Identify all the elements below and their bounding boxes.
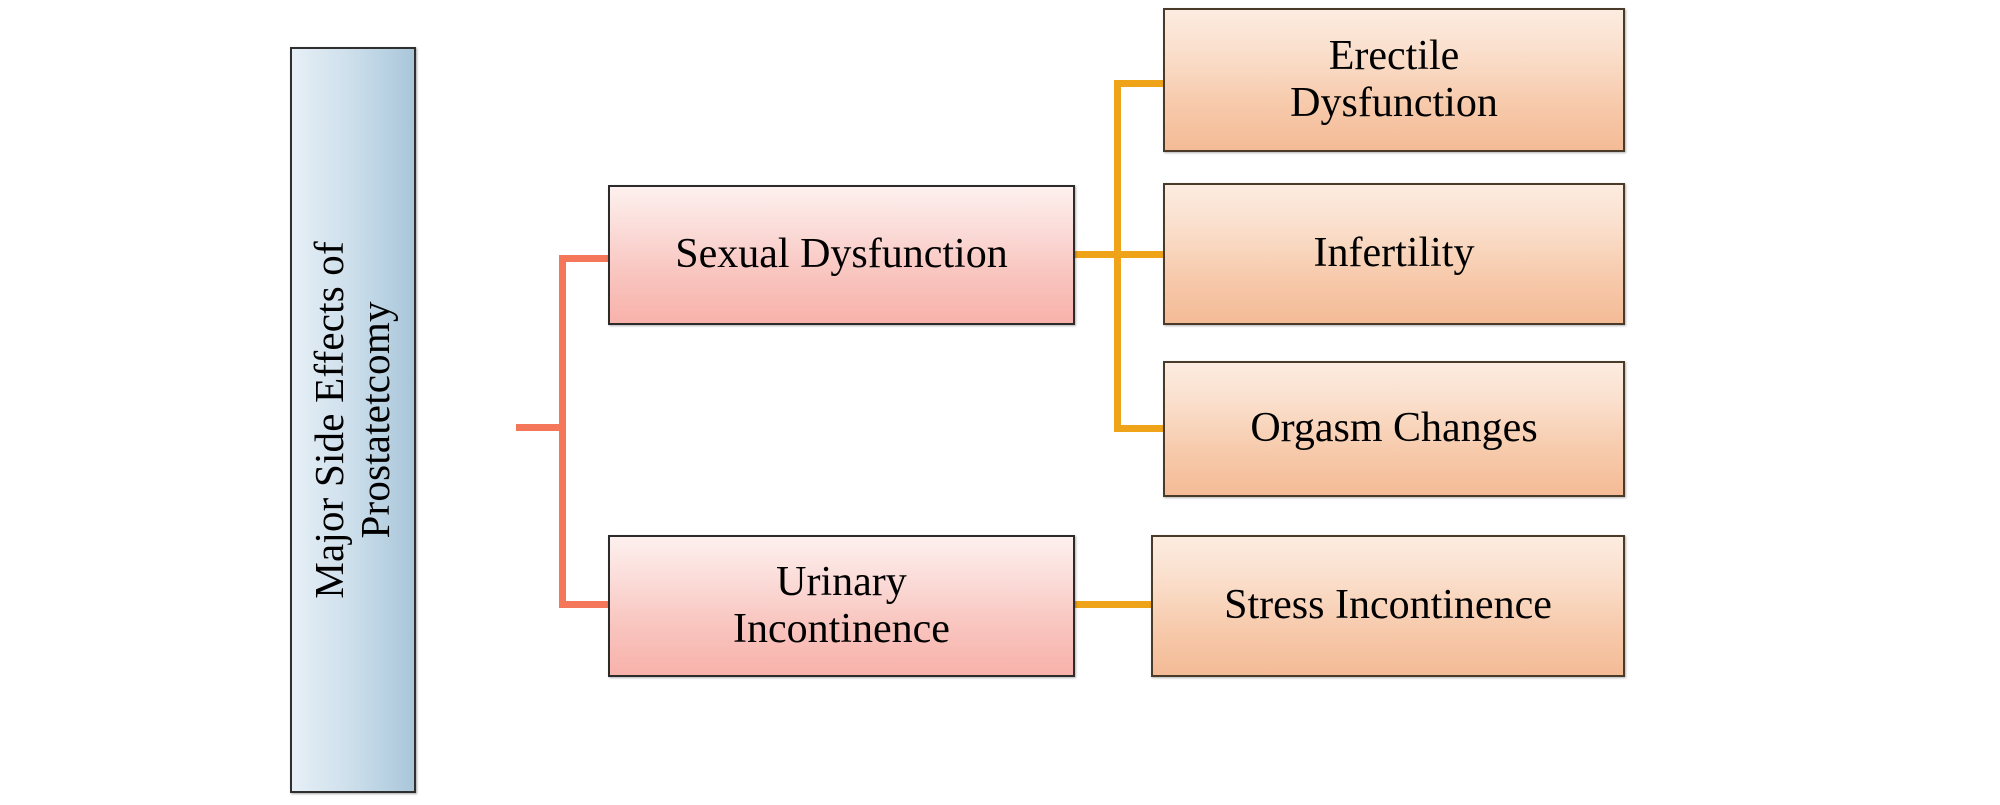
connector-sexual-dysfunction-stub <box>1072 251 1122 258</box>
node-infertility[interactable]: Infertility <box>1163 183 1625 325</box>
node-sexual-dysfunction-label: Sexual Dysfunction <box>675 231 1008 278</box>
node-urinary-incontinence-label-line1: Urinary <box>776 558 907 605</box>
node-root-label: Major Side Effects of Prostatetcomy <box>306 241 399 599</box>
node-orgasm-changes-label: Orgasm Changes <box>1250 405 1538 452</box>
node-root-label-line2: Prostatetcomy <box>352 301 399 539</box>
node-root-label-line1: Major Side Effects of <box>306 241 353 599</box>
node-infertility-label: Infertility <box>1313 230 1475 277</box>
node-stress-incontinence[interactable]: Stress Incontinence <box>1151 535 1625 677</box>
node-stress-incontinence-label: Stress Incontinence <box>1224 582 1552 629</box>
connector-to-infertility <box>1114 251 1168 258</box>
node-erectile-dysfunction-label: Erectile Dysfunction <box>1290 33 1498 127</box>
connector-to-sexual-dysfunction <box>559 255 614 262</box>
node-orgasm-changes[interactable]: Orgasm Changes <box>1163 361 1625 497</box>
node-erectile-dysfunction-label-line1: Erectile <box>1328 32 1460 79</box>
node-erectile-dysfunction-label-line2: Dysfunction <box>1290 80 1498 126</box>
connector-to-stress-incontinence <box>1072 601 1157 608</box>
connector-to-urinary-incontinence <box>559 601 614 608</box>
connector-to-erectile-dysfunction <box>1114 80 1168 87</box>
connector-level1-trunk <box>559 255 566 608</box>
node-urinary-incontinence-label: Urinary Incontinence <box>733 559 950 653</box>
connector-root-stub <box>516 424 566 431</box>
node-urinary-incontinence-label-line2: Incontinence <box>733 606 950 652</box>
node-sexual-dysfunction[interactable]: Sexual Dysfunction <box>608 185 1075 325</box>
node-erectile-dysfunction[interactable]: Erectile Dysfunction <box>1163 8 1625 152</box>
node-urinary-incontinence[interactable]: Urinary Incontinence <box>608 535 1075 677</box>
node-root[interactable]: Major Side Effects of Prostatetcomy <box>290 47 416 793</box>
connector-to-orgasm-changes <box>1114 425 1168 432</box>
